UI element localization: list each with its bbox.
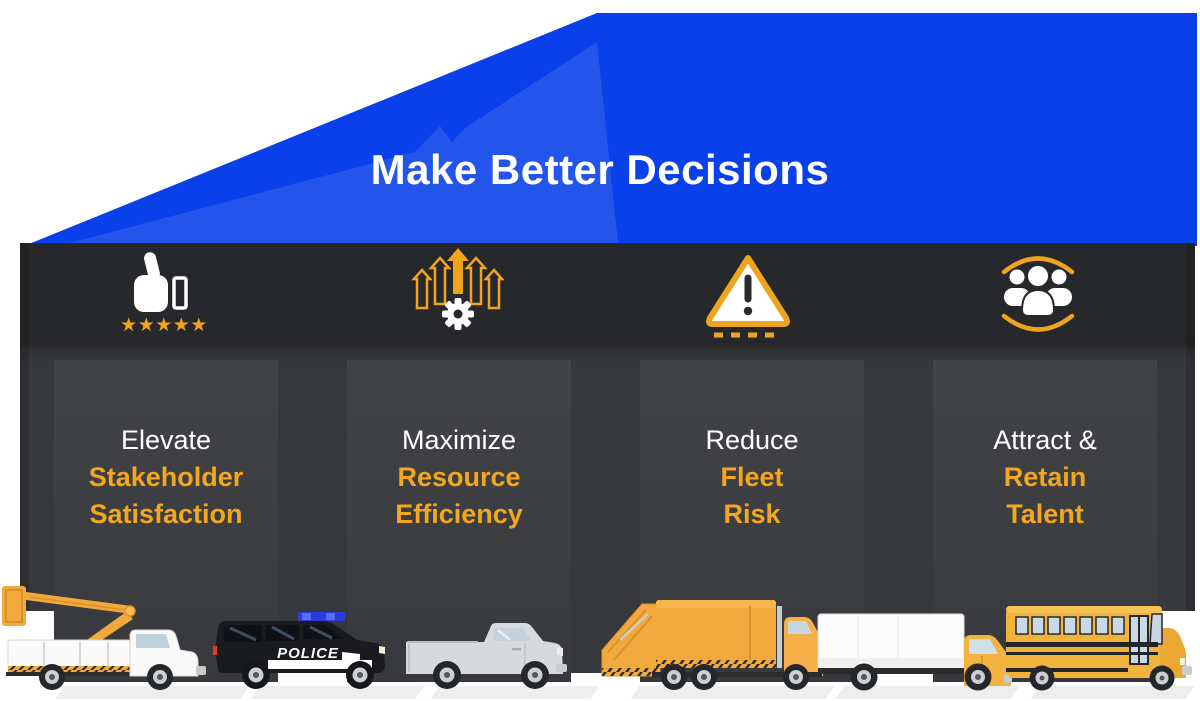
wall-right-edge bbox=[1186, 243, 1195, 611]
pickup-truck bbox=[406, 623, 567, 689]
pillar-4-line1: Attract & bbox=[993, 425, 1097, 455]
banner-title: Make Better Decisions bbox=[370, 146, 830, 193]
pillar-4-line2: Retain bbox=[1003, 462, 1087, 492]
roof-shape bbox=[24, 13, 1197, 246]
pillar-text-4: Attract & Retain Talent bbox=[933, 422, 1157, 533]
pillar-2-line2: Resource bbox=[397, 462, 521, 492]
pillar-2-line1: Maximize bbox=[401, 425, 516, 455]
growth-arrows-gear-icon bbox=[411, 248, 505, 330]
roof-highlight-swoosh bbox=[70, 42, 618, 243]
pillar-text-3: Reduce Fleet Risk bbox=[640, 422, 864, 533]
pillar-2-line3: Efficiency bbox=[395, 499, 523, 529]
garbage-truck bbox=[601, 600, 823, 690]
police-suv: POLICE bbox=[213, 612, 385, 689]
police-label: POLICE bbox=[277, 645, 339, 662]
pillar-1-line3: Satisfaction bbox=[89, 499, 243, 529]
box-truck bbox=[817, 613, 1012, 691]
five-star-rating: ★★★★★ bbox=[120, 314, 208, 336]
pillar-3-line3: Risk bbox=[723, 499, 781, 529]
team-people-icon bbox=[1001, 256, 1075, 332]
door-panel-2: Maximize Resource Efficiency bbox=[347, 360, 571, 682]
thumbs-up-rating-icon: ★★★★★ bbox=[120, 252, 208, 336]
pillar-3-line1: Reduce bbox=[705, 425, 799, 455]
pillar-3-line2: Fleet bbox=[720, 462, 784, 492]
bucket-utility-truck bbox=[2, 586, 206, 690]
pillar-text-1: Elevate Stakeholder Satisfaction bbox=[54, 422, 278, 533]
roof-main-shape bbox=[24, 13, 1197, 246]
pillar-1-line1: Elevate bbox=[120, 425, 212, 455]
school-bus bbox=[1006, 606, 1192, 691]
pillar-4-line3: Talent bbox=[1006, 499, 1084, 529]
pillar-text-2: Maximize Resource Efficiency bbox=[347, 422, 571, 533]
pillar-1-line2: Stakeholder bbox=[88, 462, 244, 492]
icon-band bbox=[20, 243, 1195, 341]
wall-left-edge bbox=[20, 243, 29, 611]
warning-triangle-icon bbox=[706, 255, 790, 338]
